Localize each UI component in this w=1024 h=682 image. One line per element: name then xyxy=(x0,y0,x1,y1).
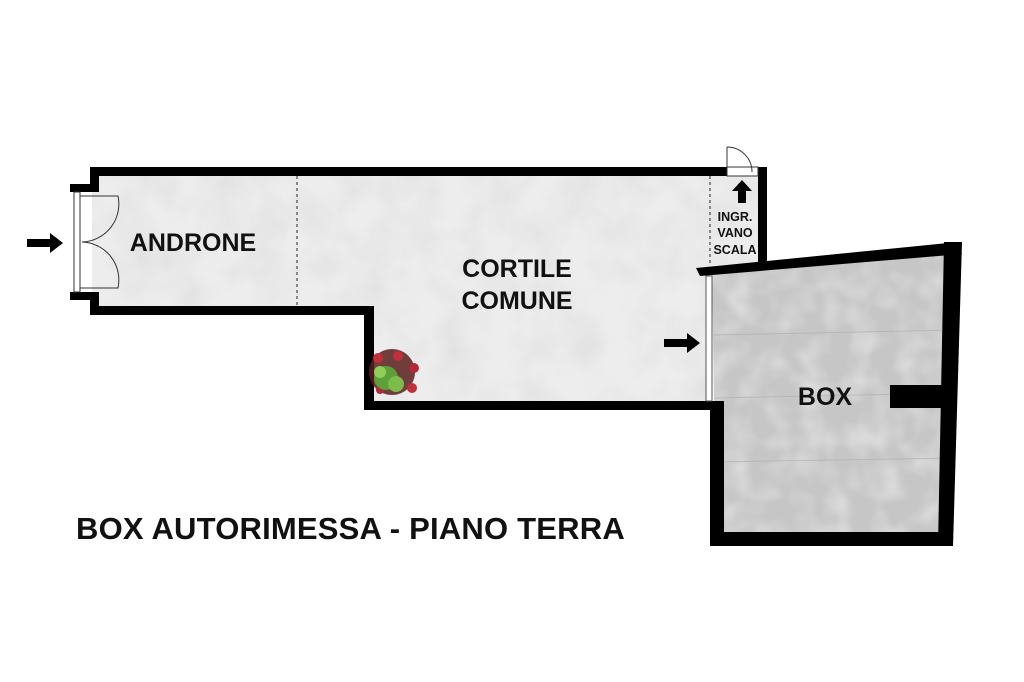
room-label-box: BOX xyxy=(798,383,853,411)
plant-icon xyxy=(369,349,419,395)
arrow-up-icon xyxy=(732,180,752,203)
cortile-floor xyxy=(92,172,765,405)
room-label-cortile: CORTILE xyxy=(462,255,572,283)
arrow-right-icon xyxy=(664,333,700,353)
arrow-right-icon xyxy=(27,233,63,253)
door-icon xyxy=(726,146,759,177)
room-label-scala: SCALA xyxy=(713,243,756,257)
page-title: BOX AUTORIMESSA - PIANO TERRA xyxy=(76,511,625,546)
walls xyxy=(70,167,962,546)
door-icon xyxy=(73,191,120,293)
box-door-opening xyxy=(705,275,713,402)
room-label-ingr: INGR. xyxy=(718,210,753,224)
room-label-comune: COMUNE xyxy=(461,287,572,315)
room-label-vano: VANO xyxy=(717,226,752,240)
room-label-androne: ANDRONE xyxy=(130,229,256,257)
